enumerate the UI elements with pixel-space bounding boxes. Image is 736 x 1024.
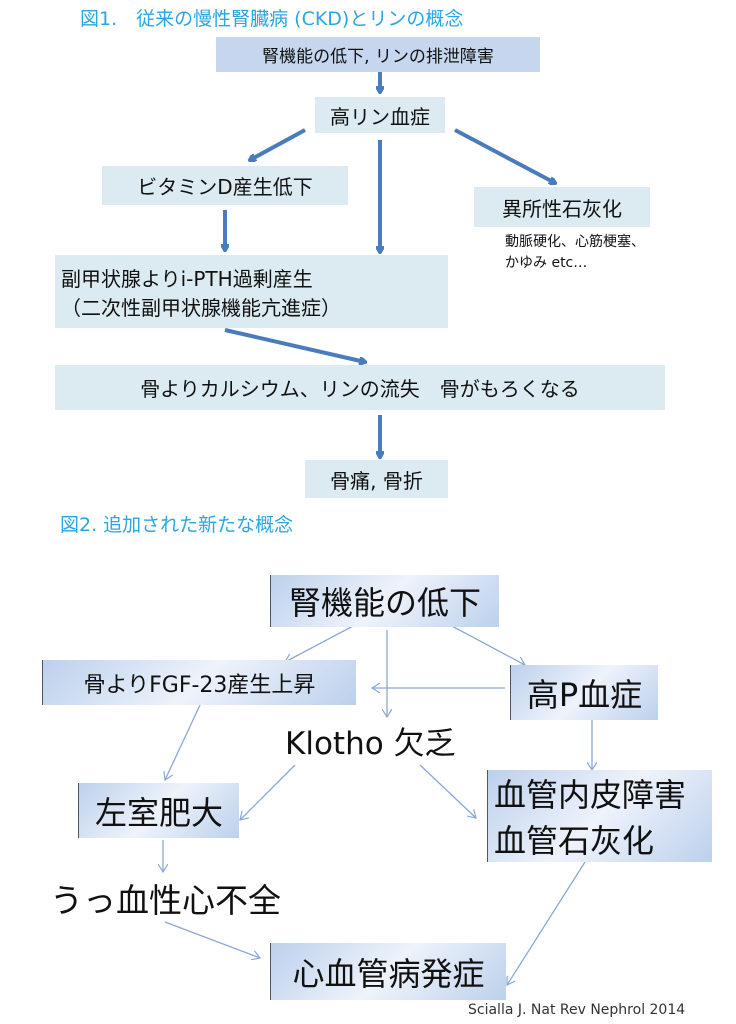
arrow-vascular-to-cvd: [507, 861, 586, 985]
arrow-klotho-to-vascular: [419, 764, 476, 818]
vascular-line-1: 血管内皮障害: [494, 776, 687, 814]
node-bone-loss: 骨よりカルシウム、リンの流失 骨がもろくなる: [55, 365, 665, 410]
node2-vascular: 血管内皮障害 血管石灰化: [487, 770, 712, 862]
node2-renal-decline: 腎機能の低下: [270, 575, 499, 627]
arrow-hyperp-to-ectopic: [454, 128, 555, 183]
node2-fgf23: 骨よりFGF-23産生上昇: [42, 660, 356, 705]
arrow-hyperp-to-vitd: [250, 128, 306, 160]
arrow-pth-to-boneloss: [224, 328, 365, 362]
node2-cvd: 心血管病発症: [270, 943, 506, 1000]
pth-line-1: 副甲状腺よりi-PTH過剰産生: [61, 266, 313, 291]
arrow-klotho-to-lvh: [240, 764, 296, 820]
figure1-title: 図1. 従来の慢性腎臓病 (CKD)とリンの概念: [80, 8, 464, 30]
citation: Scialla J. Nat Rev Nephrol 2014: [468, 1002, 686, 1018]
node2-klotho: Klotho 欠乏: [285, 726, 456, 762]
node-hyperphosphatemia: 高リン血症: [315, 97, 445, 133]
node2-hyperp: 高P血症: [510, 665, 658, 720]
vascular-line-2: 血管石灰化: [494, 822, 655, 860]
pth-line-2: （二次性副甲状腺機能亢進症）: [61, 295, 341, 320]
arrow-renal-to-hyperp: [449, 624, 525, 665]
node-ectopic-calcification: 異所性石灰化: [474, 187, 650, 227]
arrow-fgf23-to-lvh: [165, 704, 201, 780]
ectopic-note-2: かゆみ etc…: [505, 255, 588, 271]
arrow-renal-to-fgf23: [285, 624, 356, 662]
node-fracture: 骨痛, 骨折: [305, 460, 448, 498]
node-renal-decline: 腎機能の低下, リンの排泄障害: [216, 37, 540, 72]
ectopic-note-1: 動脈硬化、心筋梗塞、: [505, 234, 645, 250]
arrow-chf-to-cvd: [164, 921, 260, 958]
node-pth: 副甲状腺よりi-PTH過剰産生 （二次性副甲状腺機能亢進症）: [55, 255, 448, 328]
figure2-title: 図2. 追加された新たな概念: [60, 514, 294, 536]
node2-lvh: 左室肥大: [78, 783, 239, 838]
node2-chf: うっ血性心不全: [50, 881, 281, 920]
node-vitamin-d: ビタミンD産生低下: [102, 166, 348, 205]
